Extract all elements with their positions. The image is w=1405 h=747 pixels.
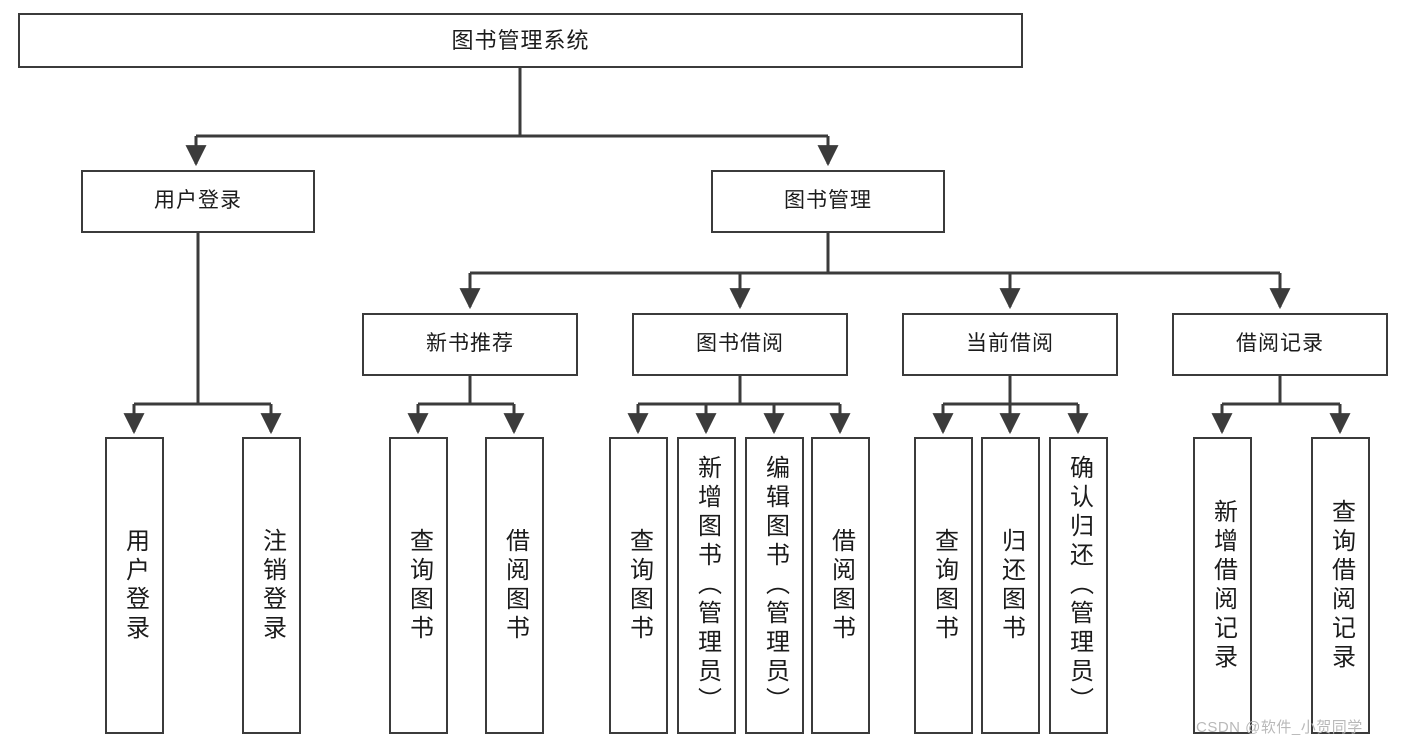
node-leaf-edit-book[interactable]: 编辑图书（管理员） [745,437,804,734]
csdn-watermark: CSDN @软件_小贺同学 [1196,719,1363,736]
node-leaf-add-record[interactable]: 新增借阅记录 [1193,437,1252,734]
node-leaf-query-record[interactable]: 查询借阅记录 [1311,437,1370,734]
node-label: 查询图书 [625,527,653,644]
node-leaf-confirm-return[interactable]: 确认归还（管理员） [1049,437,1108,734]
node-label: 归还图书 [997,527,1025,644]
node-leaf-borrow-book-1[interactable]: 借阅图书 [485,437,544,734]
node-label: 确认归还（管理员） [1065,455,1093,716]
node-label: 注销登录 [258,527,286,644]
node-label: 借阅图书 [827,527,855,644]
node-book-manage[interactable]: 图书管理 [711,170,945,233]
node-label: 用户登录 [154,189,242,213]
node-book-borrow[interactable]: 图书借阅 [632,313,848,376]
node-leaf-query-book-3[interactable]: 查询图书 [914,437,973,734]
node-leaf-user-login[interactable]: 用户登录 [105,437,164,734]
node-label: 查询图书 [405,527,433,644]
node-leaf-return-book[interactable]: 归还图书 [981,437,1040,734]
node-new-book-recommend[interactable]: 新书推荐 [362,313,578,376]
node-label: 借阅图书 [501,527,529,644]
node-label: 当前借阅 [966,332,1054,356]
node-label: 图书管理系统 [451,27,590,53]
node-label: 借阅记录 [1236,332,1324,356]
node-leaf-query-book-2[interactable]: 查询图书 [609,437,668,734]
node-leaf-logout[interactable]: 注销登录 [242,437,301,734]
node-root-system[interactable]: 图书管理系统 [18,13,1023,68]
node-borrow-record[interactable]: 借阅记录 [1172,313,1388,376]
node-current-borrow[interactable]: 当前借阅 [902,313,1118,376]
node-label: 新书推荐 [426,332,514,356]
node-label: 新增图书（管理员） [693,455,721,716]
node-label: 图书借阅 [696,332,784,356]
node-leaf-borrow-book-2[interactable]: 借阅图书 [811,437,870,734]
node-user-login[interactable]: 用户登录 [81,170,315,233]
node-label: 图书管理 [784,189,872,213]
node-label: 查询借阅记录 [1327,498,1355,673]
node-label: 用户登录 [121,527,149,644]
node-label: 查询图书 [930,527,958,644]
node-leaf-query-book-1[interactable]: 查询图书 [389,437,448,734]
node-label: 编辑图书（管理员） [761,455,789,716]
node-leaf-add-book[interactable]: 新增图书（管理员） [677,437,736,734]
node-label: 新增借阅记录 [1209,498,1237,673]
